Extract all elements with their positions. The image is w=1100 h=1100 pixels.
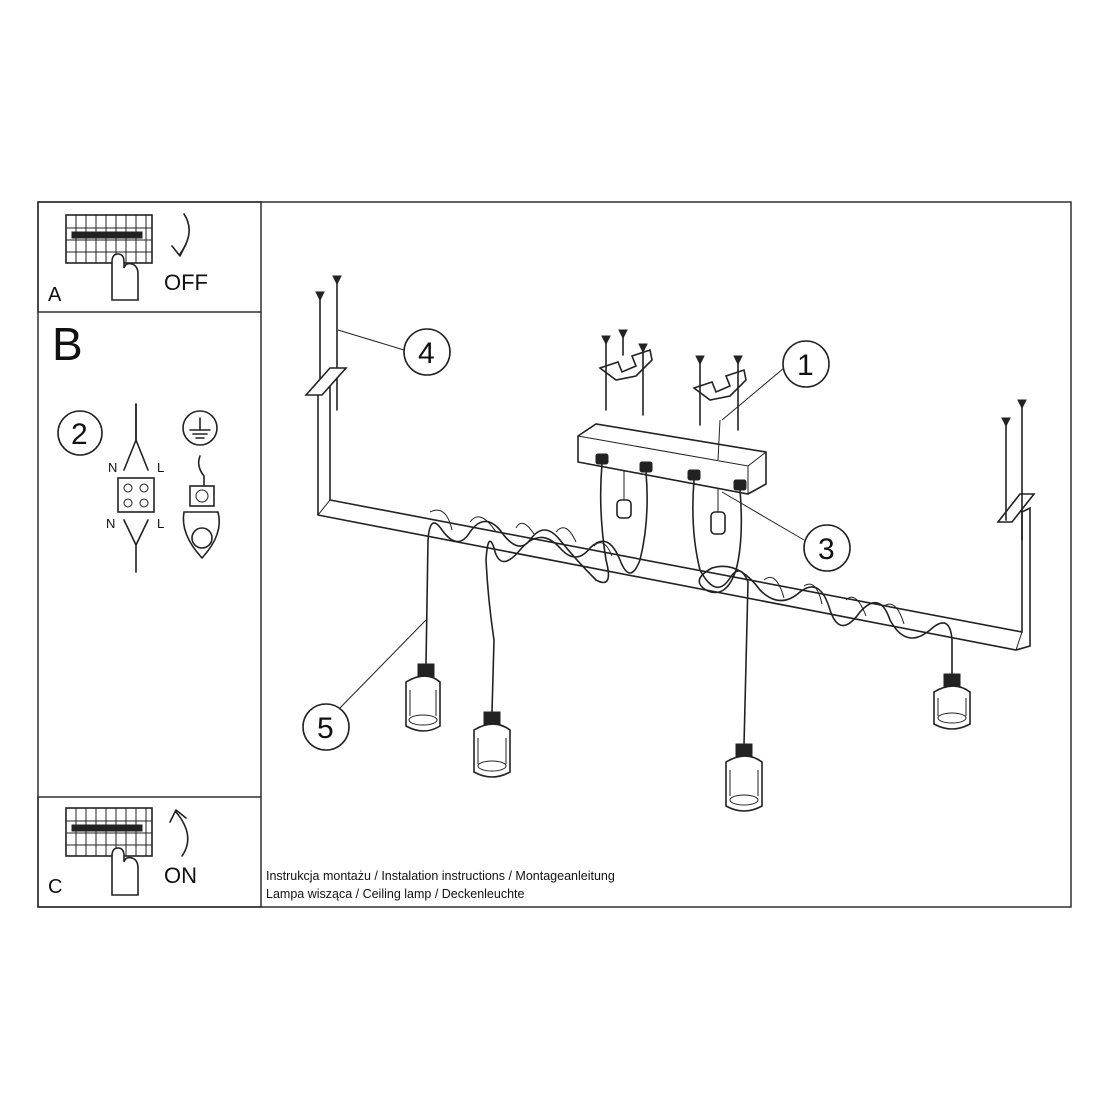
panel-b: B 2 N L N L <box>52 318 221 573</box>
panel-c-frame <box>37 796 262 908</box>
hand-icon <box>111 253 139 301</box>
wire-n-bottom: N <box>106 516 115 531</box>
screw-icon <box>616 470 726 535</box>
svg-text:1: 1 <box>797 349 814 382</box>
lamp-rod <box>317 383 1031 651</box>
panel-a: A OFF <box>48 213 208 306</box>
callout-2-number: 2 <box>71 418 88 451</box>
wire-connection-diagram: N L N L <box>106 403 164 573</box>
mounting-bracket-2 <box>692 355 747 431</box>
callout-2-circle <box>57 410 103 456</box>
ground-terminal-icon <box>182 485 221 560</box>
arrow-on-icon <box>175 811 189 857</box>
on-label: ON <box>164 863 197 888</box>
wire-l-top: L <box>157 460 164 475</box>
callout-1: 1 <box>782 340 830 388</box>
off-label: OFF <box>164 270 208 295</box>
svg-text:5: 5 <box>317 712 334 745</box>
svg-text:4: 4 <box>418 337 435 370</box>
callout-5: 5 <box>302 703 350 751</box>
breaker-panel-icon <box>65 807 153 857</box>
screw-icon <box>315 275 342 411</box>
lamp-drawing: 4 1 3 5 <box>302 275 1036 812</box>
wire-l-bottom: L <box>157 516 164 531</box>
breaker-panel-icon <box>65 214 153 264</box>
panel-a-frame <box>37 201 262 313</box>
footer-line-2: Lampa wisząca / Ceiling lamp / Deckenleu… <box>266 887 525 901</box>
screw-icon <box>1001 399 1027 541</box>
pendant-shade-2 <box>473 711 511 778</box>
svg-text:3: 3 <box>818 533 835 566</box>
panel-b-letter: B <box>52 318 83 370</box>
terminal-block-icon <box>117 477 155 513</box>
outer-frame <box>37 201 1072 908</box>
pendant-shade-1 <box>405 663 441 732</box>
callout-3: 3 <box>803 524 851 572</box>
wire-n-top: N <box>108 460 117 475</box>
footer-line-1: Instrukcja montażu / Instalation instruc… <box>266 869 615 883</box>
panel-c-letter: C <box>48 876 62 898</box>
mounting-bracket-1 <box>598 329 653 416</box>
panel-c: C ON <box>48 807 197 898</box>
hand-icon <box>111 847 139 896</box>
callout-4: 4 <box>403 328 451 376</box>
pendant-shade-3 <box>725 743 763 812</box>
panel-a-letter: A <box>48 284 62 306</box>
canopy <box>577 423 767 495</box>
right-bracket <box>996 493 1036 523</box>
left-bracket <box>304 367 348 396</box>
pendant-shade-4 <box>933 673 971 730</box>
wrapped-cables <box>425 463 953 746</box>
ground-symbol-icon <box>182 410 218 446</box>
